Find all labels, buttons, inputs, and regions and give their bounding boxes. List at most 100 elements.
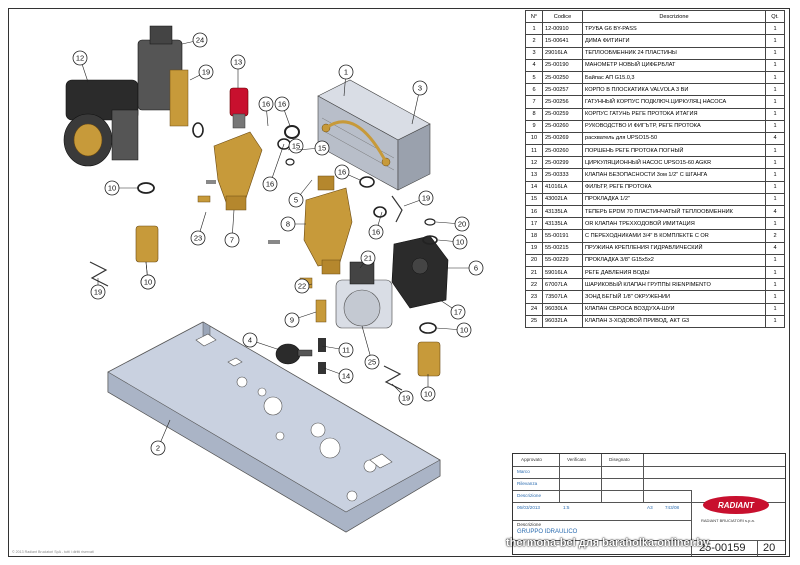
part-code: 25-00260: [542, 144, 583, 158]
callout-number: 10: [456, 238, 464, 247]
part-code: 12-00910: [542, 22, 583, 36]
callout-number: 22: [298, 282, 306, 291]
callout-bubble: [398, 390, 414, 406]
approved-value: Marco: [517, 469, 530, 474]
radiant-logo: RADIANT: [703, 496, 769, 514]
part-quantity: 4: [765, 204, 785, 219]
callout-number: 17: [454, 308, 462, 317]
column-header-description: Descrizione: [582, 9, 766, 24]
part-quantity: 1: [765, 253, 785, 267]
row-number: 21: [525, 265, 543, 280]
callout-bubble: [140, 274, 156, 290]
callout-number: 16: [262, 100, 270, 109]
callout-bubble: [338, 342, 354, 358]
part-code: 25-00333: [542, 168, 583, 182]
approved-label: Approvato: [521, 457, 542, 462]
valve-actuator-part: [335, 261, 393, 329]
part-description: ТЕПЛООБМЕННИК 24 ПЛАСТИНЫ: [582, 46, 766, 60]
part-code: 25-00257: [542, 83, 583, 97]
date-value: 06/03/2013: [517, 505, 540, 510]
part-code: 55-00191: [542, 229, 583, 243]
callout-number: 19: [422, 194, 430, 203]
part-quantity: 1: [765, 22, 785, 36]
part-code: 25-00259: [542, 107, 583, 121]
parts-table-header-row: N° Codice Descrizione Qt.: [525, 9, 785, 24]
callout-number: 8: [286, 220, 290, 229]
checked-label: Verificato: [567, 457, 586, 462]
callout-number: 9: [290, 316, 294, 325]
part-description: ПРУЖИНА КРЕПЛЕНИЯ ГИДРАВЛИЧЕСКИЙ: [582, 241, 766, 255]
part-quantity: 1: [765, 180, 785, 194]
row-number: 19: [525, 241, 543, 255]
part-quantity: 1: [765, 302, 785, 316]
part-quantity: 1: [765, 314, 785, 328]
row-number: 25: [525, 314, 543, 328]
callout-number: 10: [108, 184, 116, 193]
revision-number: 20: [763, 542, 776, 554]
callout-bubble: [192, 32, 208, 48]
part-quantity: 4: [765, 131, 785, 146]
subtitle-label: Descrizione: [517, 522, 541, 527]
row-number: 11: [525, 144, 543, 158]
sheet-value: 743/08: [665, 505, 680, 510]
part-description: ФИЛЬТР, РЕГЕ ПРОТОКА: [582, 180, 766, 194]
part-code: 25-00299: [542, 156, 583, 170]
part-description: С ПЕРЕХОДНИКАМИ 3/4" В КОМПЛЕКТЕ С OR: [582, 229, 766, 243]
callout-number: 5: [294, 196, 298, 205]
callout-number: 19: [202, 68, 210, 77]
part-code: 96030LA: [542, 302, 583, 316]
part-quantity: 1: [765, 95, 785, 109]
circulation-pump-part: [63, 79, 139, 167]
row-number: 9: [525, 119, 543, 133]
brass-flow-body-part: [303, 175, 353, 275]
row-number: 15: [525, 192, 543, 207]
callout-number: 11: [342, 346, 350, 355]
callout-number: 23: [194, 234, 202, 243]
callout-number: 2: [156, 444, 160, 453]
callout-number: 16: [278, 100, 286, 109]
part-code: 43135LA: [542, 217, 583, 231]
callout-number: 25: [368, 358, 376, 367]
part-code: 25-00190: [542, 58, 583, 72]
part-code: 25-00269: [542, 131, 583, 146]
part-description: КОРПУС ГАТУНЬ РЕГЕ ПРОТОКА ИТАГИЯ: [582, 107, 766, 121]
part-description: ГАТУННЫЙ КОРПУС ПОДКЛЮЧ.ЦИРКУЛЯЦ НАСОСА: [582, 95, 766, 109]
company-name: RADIANT BRUCIATORI s.p.a.: [701, 518, 755, 523]
row-number: 17: [525, 217, 543, 231]
callout-number: 19: [402, 394, 410, 403]
part-quantity: 1: [765, 217, 785, 231]
callout-number: 13: [234, 58, 242, 67]
callout-bubble: [468, 260, 484, 276]
row-number: 12: [525, 156, 543, 170]
row-number: 1: [525, 22, 543, 36]
part-description: ЦИРКУЛЯЦИОННЫЙ НАСОС UPSO15-60 AGKR: [582, 156, 766, 170]
brass-pump-body-part: [213, 131, 263, 211]
callout-bubble: [242, 332, 258, 348]
part-code: 43135LA: [542, 204, 583, 219]
part-code: 55-00215: [542, 241, 583, 255]
part-quantity: 1: [765, 107, 785, 121]
part-code: 15-00641: [542, 34, 583, 48]
fitting-18-right-part: [417, 341, 441, 377]
column-header-quantity: Qt.: [765, 9, 785, 24]
part-quantity: 1: [765, 70, 785, 85]
callout-number: 4: [248, 336, 252, 345]
callout-bubble: [314, 140, 330, 156]
air-vent-valve-part: [137, 25, 189, 127]
callout-bubble: [338, 368, 354, 384]
part-description: ПРОКЛАДКА 3/8" G15x5x2: [582, 253, 766, 267]
part-code: 59016LA: [542, 265, 583, 280]
fitting-18-left-part: [135, 225, 159, 263]
